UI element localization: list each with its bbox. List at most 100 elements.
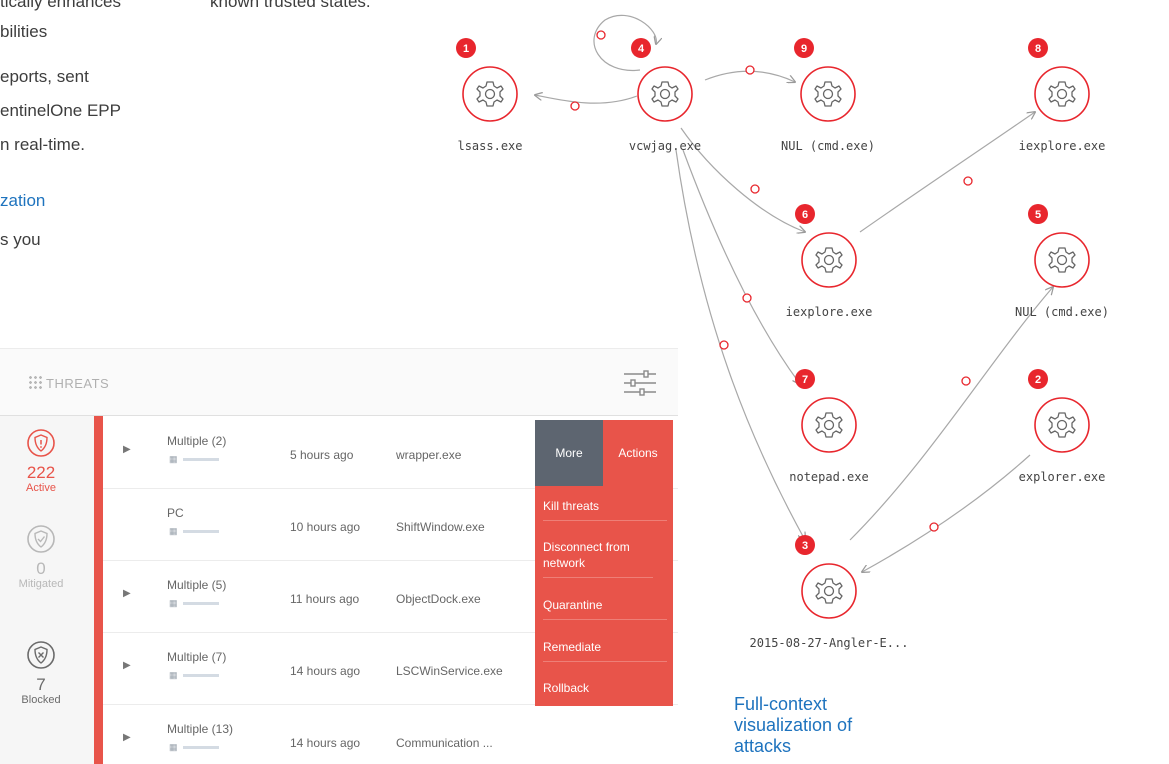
blocked-label: Blocked bbox=[21, 694, 61, 706]
intro-text-fragment: n real-time. bbox=[0, 135, 86, 154]
process-node[interactable]: 6 iexplore.exe bbox=[786, 204, 873, 319]
row-endpoint: PC bbox=[167, 506, 184, 520]
node-badge-number: 2 bbox=[1035, 374, 1041, 386]
row-endpoint: Multiple (13) bbox=[167, 722, 234, 736]
quarantine-item[interactable]: Quarantine bbox=[543, 597, 667, 620]
row-endpoint: Multiple (5) bbox=[167, 578, 227, 592]
row-time: 14 hours ago bbox=[290, 736, 361, 750]
row-file: ObjectDock.exe bbox=[396, 592, 481, 606]
process-node[interactable]: 8 iexplore.exe bbox=[1019, 38, 1106, 153]
stat-active[interactable]: 222 Active bbox=[0, 428, 82, 495]
windows-icon: ▦ bbox=[169, 454, 219, 465]
threats-panel-header: THREATS bbox=[0, 349, 678, 416]
node-badge bbox=[794, 38, 814, 58]
node-circle bbox=[637, 66, 693, 122]
intro-text-fragment: entinelOne EPP bbox=[0, 101, 121, 120]
intro-text-fragment: tically enhances bbox=[0, 0, 121, 11]
row-file: ShiftWindow.exe bbox=[396, 520, 485, 534]
gear-icon bbox=[1048, 412, 1076, 438]
node-label: iexplore.exe bbox=[786, 305, 873, 319]
node-badge bbox=[795, 204, 815, 224]
node-badge-number: 8 bbox=[1035, 43, 1041, 55]
expand-arrow-icon[interactable]: ▶ bbox=[123, 732, 131, 743]
expand-arrow-icon[interactable]: ▶ bbox=[123, 444, 131, 455]
node-badge-number: 9 bbox=[801, 43, 807, 55]
actions-menu: More Actions Kill threats Disconnect fro… bbox=[535, 420, 673, 706]
node-label: 2015-08-27-Angler-E... bbox=[750, 636, 909, 650]
gear-icon bbox=[815, 412, 843, 438]
active-shield-icon bbox=[27, 429, 55, 457]
intro-text-fragment: eports, sent bbox=[0, 67, 89, 86]
intro-text-fragment: bilities bbox=[0, 22, 48, 41]
row-time: 11 hours ago bbox=[290, 592, 360, 606]
node-badge bbox=[1028, 38, 1048, 58]
intro-text-fragment: known trusted states. bbox=[210, 0, 371, 11]
expand-arrow-icon[interactable]: ▶ bbox=[123, 588, 131, 599]
graph-caption: Full-context visualization of attacks bbox=[734, 694, 853, 756]
node-circle bbox=[801, 563, 857, 619]
table-row[interactable]: ▶ Multiple (5) ▦ 11 hours ago ObjectDock… bbox=[103, 560, 678, 633]
node-badge bbox=[795, 369, 815, 389]
stat-blocked[interactable]: 7 Blocked bbox=[0, 640, 82, 707]
table-row[interactable]: ▶ Multiple (13) ▦ 14 hours ago Communica… bbox=[103, 704, 678, 764]
disconnect-network-item[interactable]: Disconnect from network bbox=[543, 539, 653, 578]
threats-panel: THREATS 222 Active bbox=[0, 348, 678, 764]
node-label: NUL (cmd.exe) bbox=[1015, 305, 1109, 319]
windows-icon: ▦ bbox=[169, 742, 219, 753]
node-badge-number: 7 bbox=[802, 374, 808, 386]
table-row[interactable]: ▶ Multiple (2) ▦ 5 hours ago wrapper.exe bbox=[103, 416, 678, 489]
node-badge-number: 6 bbox=[802, 209, 808, 221]
row-file: LSCWinService.exe bbox=[396, 664, 503, 678]
kill-threats-item[interactable]: Kill threats bbox=[543, 498, 667, 521]
node-badge bbox=[1028, 369, 1048, 389]
more-tab[interactable]: More bbox=[535, 420, 603, 486]
gear-icon bbox=[815, 247, 843, 273]
node-circle bbox=[1034, 397, 1090, 453]
gear-icon bbox=[815, 578, 843, 604]
table-row[interactable]: ▶ Multiple (7) ▦ 14 hours ago LSCWinServ… bbox=[103, 632, 678, 705]
process-node[interactable]: 32015-08-27-Angler-E... bbox=[750, 535, 909, 650]
active-label: Active bbox=[26, 482, 56, 494]
intro-text-fragment: s you bbox=[0, 230, 41, 249]
node-circle bbox=[800, 66, 856, 122]
expand-arrow-icon[interactable]: ▶ bbox=[123, 660, 131, 671]
gear-icon bbox=[651, 81, 679, 107]
node-badge bbox=[631, 38, 651, 58]
node-circle bbox=[1034, 232, 1090, 288]
table-row[interactable]: PC ▦ 10 hours ago ShiftWindow.exe bbox=[103, 488, 678, 561]
node-badge-number: 4 bbox=[638, 43, 645, 55]
node-circle bbox=[1034, 66, 1090, 122]
row-endpoint: Multiple (7) bbox=[167, 650, 227, 664]
threats-title: THREATS bbox=[46, 376, 110, 391]
node-label: NUL (cmd.exe) bbox=[781, 139, 875, 153]
gear-icon bbox=[1048, 81, 1076, 107]
grid-icon bbox=[28, 375, 42, 389]
node-label: iexplore.exe bbox=[1019, 139, 1106, 153]
process-node[interactable]: 4 vcwjag.exe bbox=[629, 38, 701, 153]
row-time: 10 hours ago bbox=[290, 520, 361, 534]
row-endpoint: Multiple (2) bbox=[167, 434, 227, 448]
row-time: 14 hours ago bbox=[290, 664, 361, 678]
mitigated-label: Mitigated bbox=[18, 578, 64, 590]
row-time: 5 hours ago bbox=[290, 448, 354, 462]
node-circle bbox=[801, 232, 857, 288]
remediate-item[interactable]: Remediate bbox=[543, 639, 667, 662]
actions-tab[interactable]: Actions bbox=[618, 446, 658, 460]
stat-mitigated[interactable]: 0 Mitigated bbox=[0, 524, 82, 591]
blocked-shield-icon bbox=[27, 641, 55, 669]
filter-settings-icon[interactable] bbox=[622, 369, 658, 397]
mitigated-count: 0 bbox=[36, 559, 46, 578]
threat-stats: 222 Active 0 Mitigated 7 Blocked bbox=[0, 416, 82, 764]
node-badge bbox=[795, 535, 815, 555]
node-circle bbox=[462, 66, 518, 122]
intro-link-fragment: zation bbox=[0, 191, 46, 210]
rollback-item[interactable]: Rollback bbox=[543, 681, 590, 695]
node-label: vcwjag.exe bbox=[629, 139, 701, 153]
node-label: lsass.exe bbox=[457, 139, 522, 153]
node-badge bbox=[456, 38, 476, 58]
